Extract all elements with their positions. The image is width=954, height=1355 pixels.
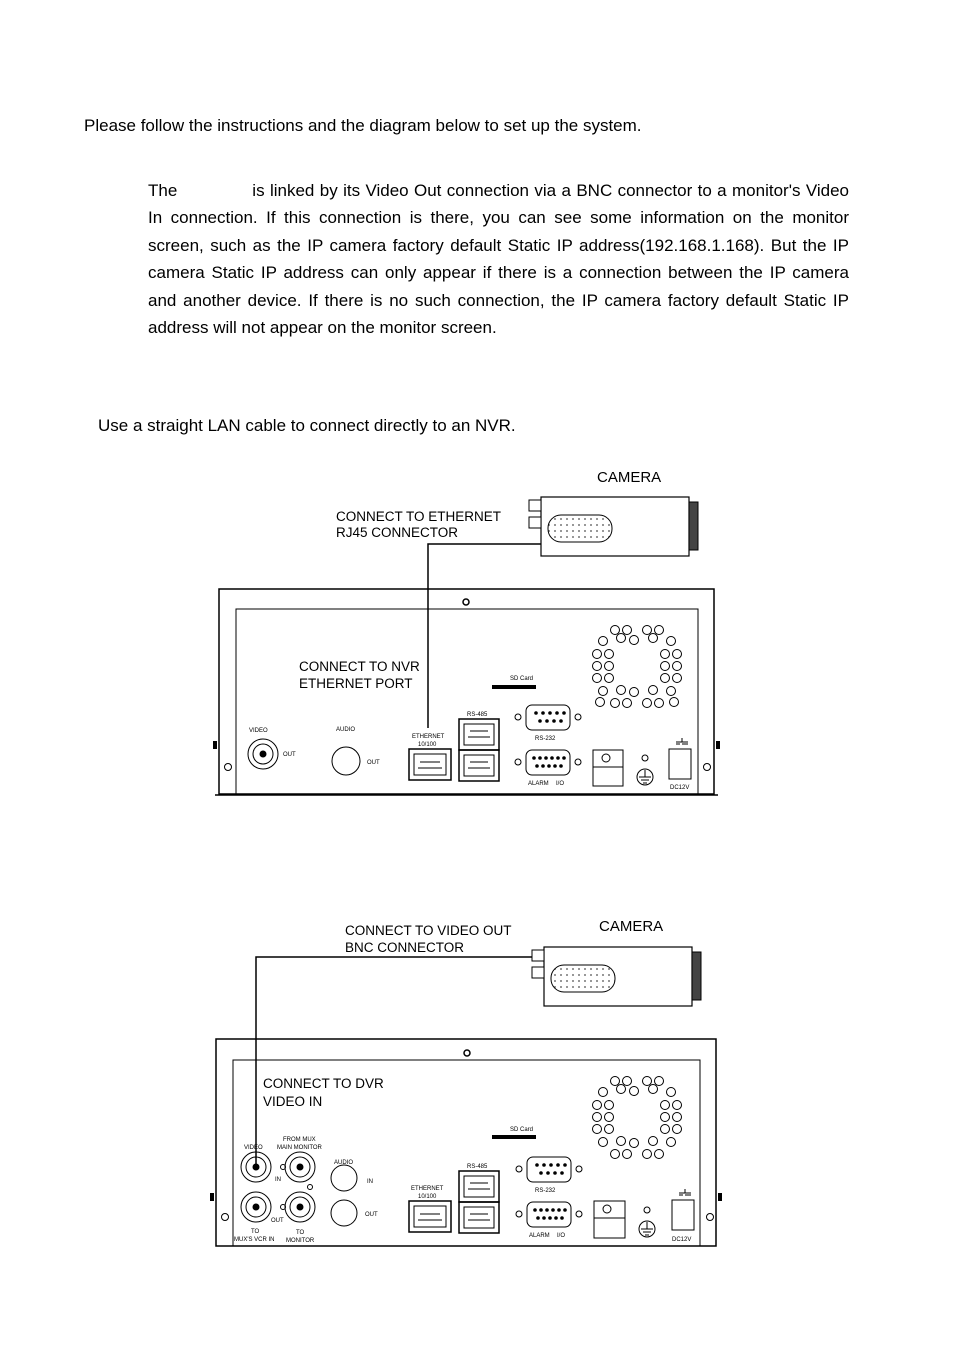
dc-power-jack-1 [668,738,692,780]
sd-card-slot-2 [492,1135,536,1139]
fan-vent-1 [592,625,682,708]
diagram-dvr: CAMERA CONNECT TO VIDEO OUT BNC CONNECTO… [210,918,722,1247]
io-label-1: I/O [556,781,564,787]
ethernet-port-2 [408,1200,452,1233]
to-vcr-label-b: MUX'S VCR IN [234,1237,274,1243]
callout-video-out-2: BNC CONNECTOR [345,940,464,955]
video-cable [255,956,532,1165]
rs232-label-2: RS-232 [535,1188,556,1194]
dvr-rear-panel [210,1038,722,1247]
alarm-io-port-2 [515,1201,583,1228]
dc-power-jack-2 [671,1189,695,1231]
power-switch-1 [592,749,624,787]
dc-label-2: DC12V [672,1237,691,1243]
ground-icon-2 [638,1206,656,1238]
callout-video-out-1: CONNECT TO VIDEO OUT [345,923,512,938]
nvr-rear-panel [213,588,720,796]
camera-label-1: CAMERA [597,469,661,486]
ethernet-label-1a: ETHERNET [412,734,445,740]
audio-out-jack-1 [331,746,361,776]
callout-nvr-2: ETHERNET PORT [299,676,413,691]
alarm-label-2: ALARM [529,1233,550,1239]
video-out-label-1: OUT [283,752,296,758]
sd-card-label-2: SD Card [510,1127,533,1133]
video-out-label-2: OUT [271,1218,284,1224]
callout-ethernet-2: RJ45 CONNECTOR [336,525,458,540]
audio-in-jack-2 [330,1164,358,1192]
camera-1 [528,496,699,557]
to-vcr-label-a: TO [251,1229,260,1235]
sd-card-slot-1 [492,685,536,689]
alarm-io-port-1 [514,749,582,776]
audio-out-label-1: OUT [367,760,380,766]
video-in-label-2: IN [275,1177,281,1183]
ethernet-label-2a: ETHERNET [411,1186,444,1192]
audio-out-jack-2 [330,1199,358,1227]
from-mux-label-b: MAIN MONITOR [277,1145,323,1151]
camera-label-2: CAMERA [599,918,663,935]
callout-dvr-1: CONNECT TO DVR [263,1076,384,1091]
audio-label-2: AUDIO [334,1160,353,1166]
rs232-port-2 [515,1156,583,1183]
bnc-connectors-2 [240,1151,316,1223]
ground-icon-1 [636,754,654,786]
rs232-label-1: RS-232 [535,736,556,742]
rs485-label-1: RS-485 [467,712,488,718]
video-label-2: VIDEO [244,1145,263,1151]
paragraph-part1: The [148,181,178,200]
rs485-ports-1 [458,718,500,782]
paragraph-part2: is linked by its Video Out connection vi… [148,181,849,338]
audio-label-1: AUDIO [336,727,355,733]
callout-dvr-2: VIDEO IN [263,1094,322,1109]
sd-card-label-1: SD Card [510,676,533,682]
ethernet-port-1 [408,748,452,781]
ethernet-label-1b: 10/100 [418,742,437,748]
video-label-1: VIDEO [249,728,268,734]
callout-ethernet-1: CONNECT TO ETHERNET [336,509,501,524]
diagram-nvr: CAMERA CONNECT TO ETHERNET RJ45 CONNECTO… [213,469,720,796]
camera-2 [531,946,702,1007]
from-mux-label-a: FROM MUX [283,1137,316,1143]
intro-text: Please follow the instructions and the d… [84,116,642,135]
audio-in-label-2: IN [367,1179,373,1185]
to-monitor-label-a: TO [296,1230,305,1236]
to-monitor-label-b: MONITOR [286,1238,315,1244]
rs485-ports-2 [458,1170,500,1234]
rs485-label-2: RS-485 [467,1164,488,1170]
rs232-port-1 [514,704,582,731]
lan-instruction: Use a straight LAN cable to connect dire… [98,416,516,435]
video-bnc-1 [247,738,279,770]
alarm-label-1: ALARM [528,781,549,787]
io-label-2: I/O [557,1233,565,1239]
ethernet-label-2b: 10/100 [418,1194,437,1200]
power-switch-2 [593,1200,626,1239]
audio-out-label-2: OUT [365,1212,378,1218]
ethernet-cable [427,543,541,728]
dc-label-1: DC12V [670,785,689,791]
callout-nvr-1: CONNECT TO NVR [299,659,420,674]
fan-vent-2 [592,1076,682,1159]
